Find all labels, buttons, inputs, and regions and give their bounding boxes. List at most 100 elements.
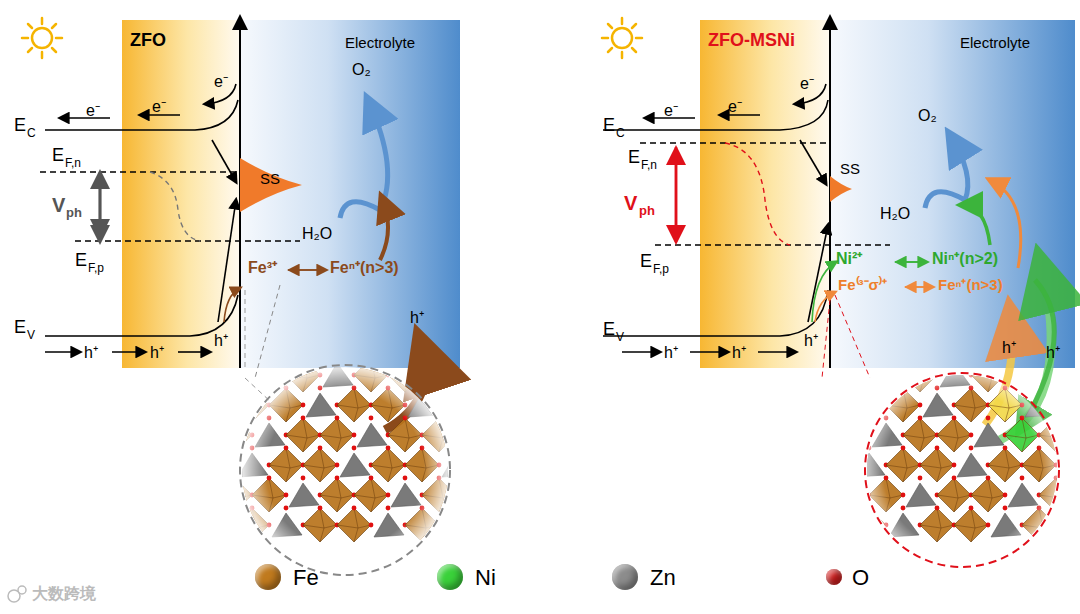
region-panel: Electrolyte: [830, 20, 1075, 368]
band-label: E: [603, 116, 615, 134]
region-panel: ZFO: [122, 20, 240, 368]
legend-swatch: [826, 569, 842, 585]
band-label: e⁻: [728, 99, 742, 115]
crystal-part: [267, 356, 272, 361]
band-label: h⁺: [84, 345, 98, 361]
band-label: V: [616, 331, 624, 343]
crystal-part: [454, 506, 459, 511]
band-label: h⁺: [214, 333, 228, 349]
crystal-part: [250, 373, 255, 378]
crystal-part: [240, 365, 450, 575]
band-label: E: [52, 146, 64, 164]
crystal-part: [857, 365, 1067, 575]
crystal-part: [835, 478, 869, 512]
crystal-part: [437, 523, 442, 528]
band-label: h⁺: [1046, 345, 1060, 361]
crystal-part: [250, 386, 255, 391]
crystal-part: [252, 358, 286, 392]
crystal-part: [918, 356, 923, 361]
crystal-part: [233, 416, 238, 421]
legend-text: Fe: [293, 567, 319, 589]
crystal-part: [1071, 373, 1076, 378]
crystal-part: [454, 446, 459, 451]
surface-state: SS: [240, 158, 302, 212]
crystal-part: [935, 373, 940, 378]
crystal-part: [471, 463, 476, 468]
band-label: V: [52, 195, 65, 215]
crystal-part: [437, 356, 442, 361]
legend-text: O: [852, 567, 869, 589]
crystal-part: [986, 356, 991, 361]
band-label: e⁻: [152, 99, 166, 115]
crystal-part: [1071, 493, 1076, 498]
crystal-part: [867, 433, 872, 438]
crystal-part: [867, 373, 872, 378]
band-label: e⁻: [214, 74, 228, 90]
crystal-part: [884, 403, 889, 408]
band-label: O₂: [918, 108, 937, 124]
region-title: Electrolyte: [345, 34, 415, 51]
crystal-part: [1071, 386, 1076, 391]
crystal-part: [284, 373, 289, 378]
band-label: Fe⁽³⁻σ⁾⁺: [838, 277, 887, 292]
band-label: h⁺: [732, 345, 746, 361]
crystal-part: [233, 476, 238, 481]
crystal-part: [852, 388, 886, 422]
band-label: F,p: [88, 262, 104, 274]
legend-text: Zn: [650, 567, 676, 589]
crystal-part: [1056, 508, 1080, 542]
band-label: Feⁿ⁺(n>3): [938, 277, 1003, 292]
band-label: E: [75, 251, 87, 269]
region-title: ZFO: [130, 30, 166, 51]
crystal-part: [437, 416, 442, 421]
band-label: F,n: [641, 159, 657, 171]
band-label: e⁻: [800, 76, 814, 92]
crystal-part: [252, 358, 286, 392]
crystal-part: [869, 358, 903, 392]
band-label: Ni²⁺: [836, 251, 862, 267]
crystal-part: [850, 356, 855, 361]
band-label: V: [624, 193, 637, 213]
band-label: H₂O: [302, 226, 332, 242]
crystal-part: [439, 508, 473, 542]
surface-state-shape: [830, 176, 852, 202]
crystal-part: [454, 386, 459, 391]
crystal-part: [1059, 453, 1080, 477]
region-panel: ZFO-MSNi: [700, 20, 830, 368]
crystal-part: [1071, 506, 1076, 511]
crystal-part: [454, 493, 459, 498]
region-title: SS: [840, 160, 860, 177]
crystal-part: [454, 433, 459, 438]
crystal-part: [1020, 356, 1025, 361]
band-label: V: [27, 329, 35, 341]
band-label: e⁻: [664, 103, 678, 119]
crystal-part: [835, 478, 869, 512]
band-label: ph: [639, 204, 655, 217]
crystal-part: [403, 356, 408, 361]
watermark: 大数跨境: [32, 586, 96, 602]
band-label: E: [14, 318, 26, 336]
band-label: h⁺: [664, 345, 678, 361]
crystal-part: [439, 508, 473, 542]
crystal-part: [1054, 416, 1059, 421]
crystal-part: [869, 358, 903, 392]
crystal-part: [850, 416, 855, 421]
crystal-part: [1056, 388, 1080, 422]
band-label: Niⁿ⁺(n>2): [932, 251, 998, 267]
crystal-part: [221, 363, 251, 387]
crystal-part: [1005, 358, 1039, 392]
crystal-part: [1005, 358, 1039, 392]
band-label: Feⁿ⁺(n>3): [330, 260, 399, 276]
crystal-part: [1054, 523, 1059, 528]
crystal-part: [901, 386, 906, 391]
band-label: F,n: [65, 157, 81, 169]
crystal-part: [471, 403, 476, 408]
crystal-part: [1042, 363, 1072, 387]
crystal-part: [420, 373, 425, 378]
band-label: h⁺: [150, 345, 164, 361]
crystal-part: [471, 523, 476, 528]
crystal-part: [835, 418, 869, 452]
crystal-part: [439, 388, 473, 422]
crystal-part: [867, 506, 872, 511]
crystal-part: [884, 356, 889, 361]
